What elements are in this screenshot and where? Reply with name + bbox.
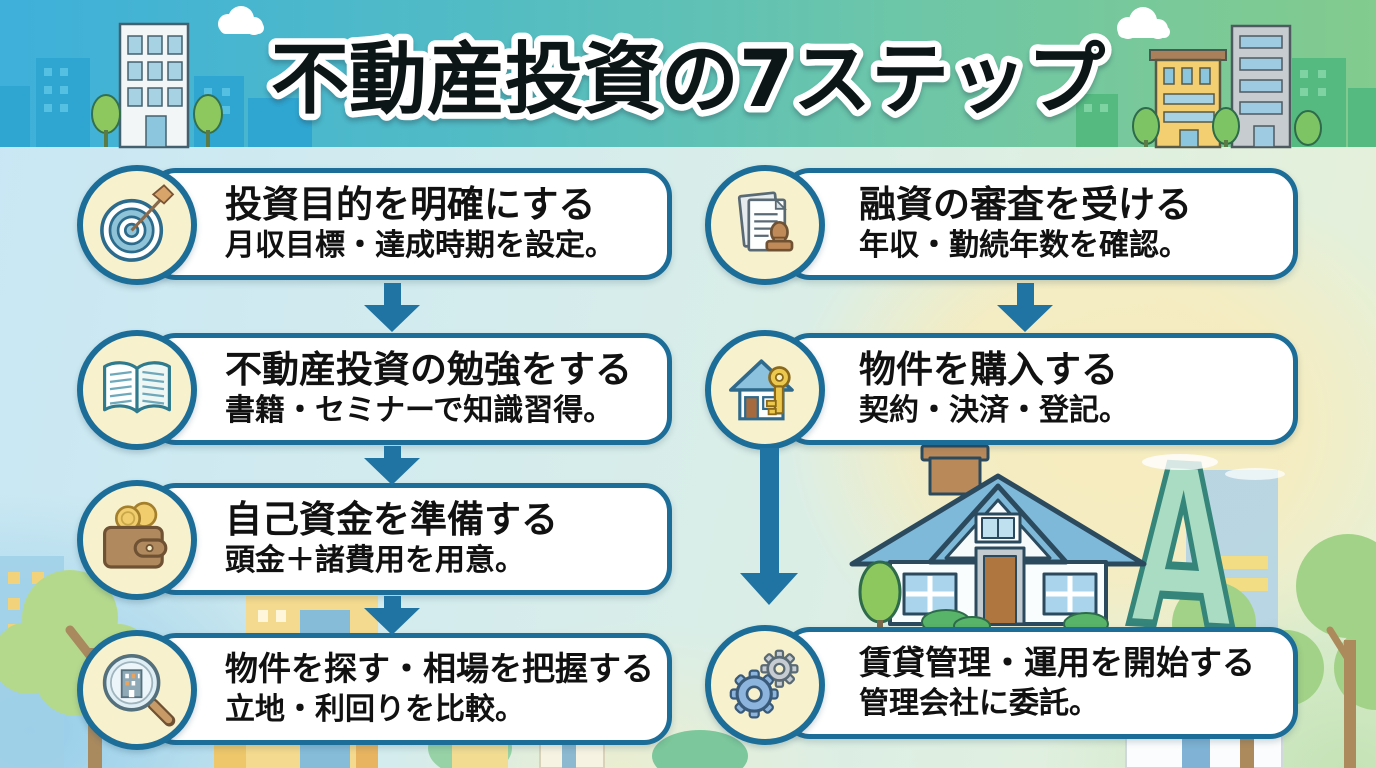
arrow-step3-to-step4 [364, 596, 420, 635]
gears-icon [705, 625, 825, 745]
step-6-title: 物件を購入する [859, 348, 1118, 391]
step-6-subtitle: 契約・決済・登記。 [859, 392, 1129, 428]
page-title: 不動産投資の7ステップ [271, 35, 1105, 125]
step-5-title: 融資の審査を受ける [859, 183, 1192, 226]
step-4-subtitle: 立地・利回りを比較。 [225, 691, 525, 727]
step-7-subtitle: 管理会社に委託。 [859, 685, 1099, 721]
arrow-step2-to-step3 [364, 446, 420, 485]
wallet-coins-icon [77, 480, 197, 600]
step-5-box: 融資の審査を受ける 年収・勤続年数を確認。 [782, 168, 1298, 280]
step-2-box: 不動産投資の勉強をする 書籍・セミナーで知識習得。 [148, 333, 672, 445]
step-6-box: 物件を購入する 契約・決済・登記。 [782, 333, 1298, 445]
step-1-title: 投資目的を明確にする [225, 183, 596, 226]
arrow-step1-to-step2 [364, 283, 420, 332]
step-7-title: 賃貸管理・運用を開始する [859, 643, 1255, 682]
top-right-city-illustration [1076, 7, 1376, 149]
step-4-box: 物件を探す・相場を把握する 立地・利回りを比較。 [148, 633, 672, 745]
step-1-box: 投資目的を明確にする 月収目標・達成時期を設定。 [148, 168, 672, 280]
step-3-subtitle: 頭金＋諸費用を用意。 [225, 542, 525, 578]
cloud-icon [1117, 7, 1170, 39]
step-5-subtitle: 年収・勤続年数を確認。 [859, 227, 1189, 263]
step-3-title: 自己資金を準備する [225, 498, 558, 541]
house-key-icon [705, 330, 825, 450]
cloud-icon [218, 6, 264, 35]
title-area: 不動産投資の7ステップ [264, 29, 1111, 132]
step-4-title: 物件を探す・相場を把握する [225, 649, 654, 688]
arrow-step5-to-step6 [997, 283, 1053, 332]
magnifier-building-icon [77, 630, 197, 750]
step-1-subtitle: 月収目標・達成時期を設定。 [225, 227, 615, 263]
target-icon [77, 165, 197, 285]
step-2-subtitle: 書籍・セミナーで知識習得。 [225, 392, 614, 428]
open-book-icon [77, 330, 197, 450]
top-left-city-illustration [0, 6, 312, 149]
documents-stamp-icon [705, 165, 825, 285]
step-2-title: 不動産投資の勉強をする [225, 348, 632, 391]
step-7-box: 賃貸管理・運用を開始する 管理会社に委託。 [782, 627, 1298, 739]
step-3-box: 自己資金を準備する 頭金＋諸費用を用意。 [148, 483, 672, 595]
arrow-step6-to-step7 [740, 448, 798, 605]
